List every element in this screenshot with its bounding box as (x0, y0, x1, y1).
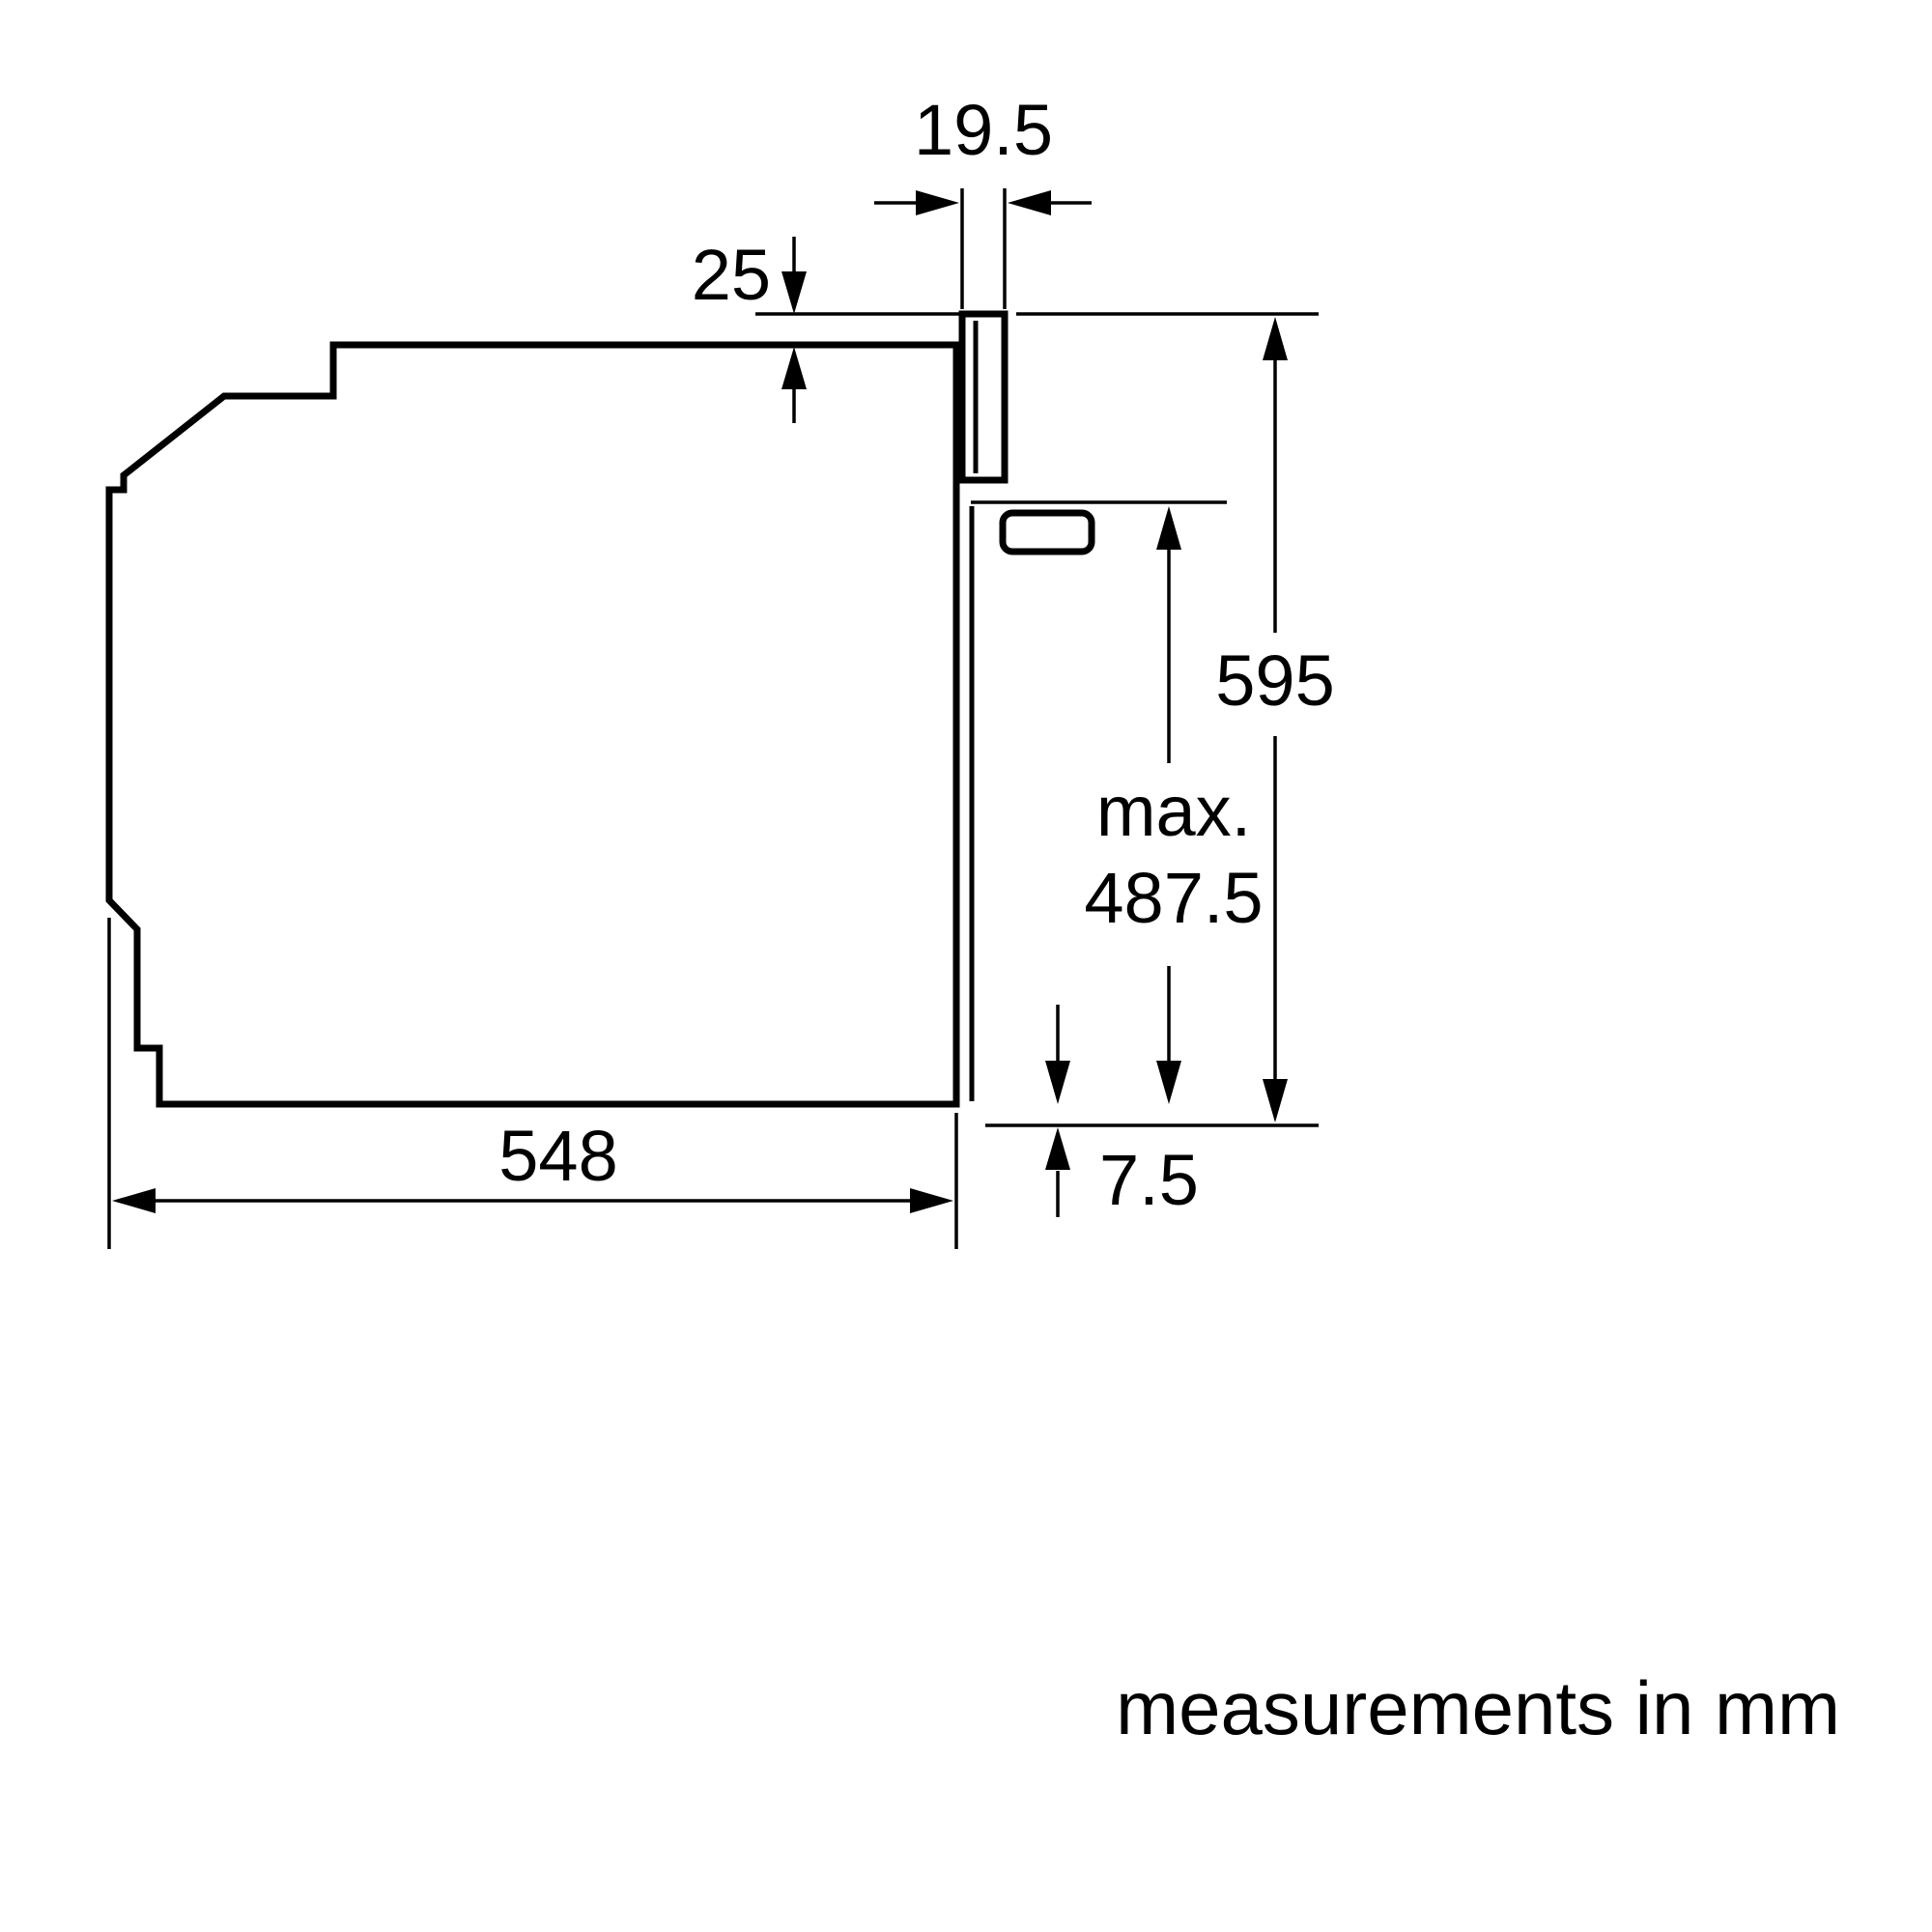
unit-note: measurements in mm (1116, 1665, 1840, 1750)
oven-side-profile (105, 310, 1095, 1108)
dim-body-depth: 548 (107, 918, 958, 1249)
door-handle (999, 509, 1095, 555)
dim-top-clearance: 25 (692, 235, 962, 423)
dim-front-height: 595 (985, 312, 1335, 1127)
dim-7-5-label: 7.5 (1099, 1140, 1199, 1220)
dim-548-arrow-left (112, 1188, 156, 1213)
front-panel (958, 310, 1009, 484)
dim-7-5-arrow-down (1045, 1061, 1070, 1104)
dim-25-arrow-down (781, 271, 807, 314)
dim-25-label: 25 (692, 235, 771, 315)
dim-595-label: 595 (1215, 640, 1334, 721)
dim-max-487-5: max. 487.5 (971, 500, 1264, 1104)
dim-panel-thickness: 19.5 (874, 90, 1092, 309)
dim-595-arrow-down (1263, 1079, 1288, 1122)
dim-548-arrow-right (910, 1188, 953, 1213)
dim-595-arrow-up (1263, 317, 1288, 360)
dim-487-label-value: 487.5 (1084, 858, 1263, 938)
oven-body-outline (105, 341, 960, 1108)
dim-19-5-label: 19.5 (914, 90, 1053, 170)
dim-19-5-arrow-left (916, 190, 959, 215)
dim-487-label-max: max. (1096, 771, 1251, 851)
dim-487-arrow-up (1156, 506, 1181, 550)
dim-19-5-arrow-right (1008, 190, 1051, 215)
dim-487-arrow-down (1156, 1061, 1181, 1104)
dim-7-5-arrow-up (1045, 1127, 1070, 1170)
dim-25-arrow-up (781, 347, 807, 389)
dim-548-label: 548 (498, 1116, 617, 1196)
dim-bottom-clearance: 7.5 (1045, 1005, 1199, 1220)
